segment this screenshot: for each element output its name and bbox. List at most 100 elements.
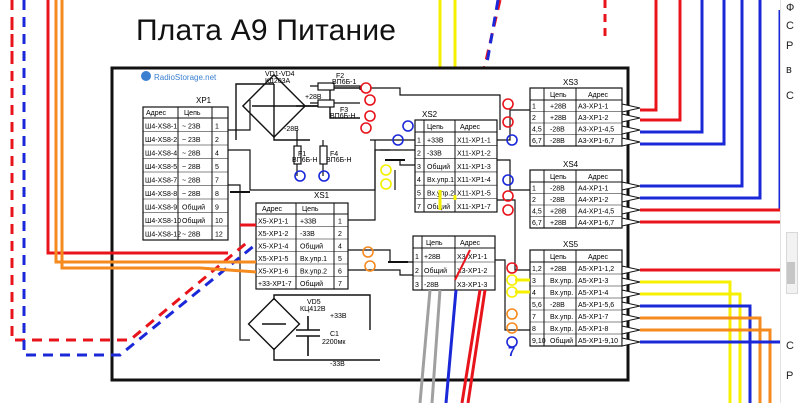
xp1-row-address: Ш4-XS8-4	[145, 151, 177, 158]
svg-text:F1: F1	[298, 151, 306, 158]
side-panel-glyph[interactable]: Р	[786, 40, 794, 52]
xs5-row-circuit: Вх.упр.	[550, 290, 573, 297]
connector-arrow	[621, 325, 641, 335]
xp1-row-address: Ш4-XS8-2	[145, 137, 177, 144]
xs1-row-circuit: Общий	[300, 280, 323, 288]
connector-arrow	[621, 301, 641, 311]
pin-marker-circle	[392, 134, 404, 146]
xs1-row-address: Х5-XР1-5	[258, 256, 288, 263]
svg-text:XS3: XS3	[563, 78, 579, 87]
xs5-row-address: А5-XР1-5,6	[578, 302, 614, 309]
xs1-row-circuit: Общий	[300, 243, 323, 251]
side-panel-glyph[interactable]: С	[786, 90, 794, 102]
svg-text:VD5: VD5	[307, 299, 321, 306]
side-panel-glyph[interactable]: Р	[786, 370, 794, 382]
xs4-row-address: А4-XР1-2	[578, 197, 608, 204]
svg-text:ВП6Б-Н: ВП6Б-Н	[292, 157, 318, 164]
xs4-row-circuit: +28В	[550, 209, 567, 216]
connector-arrow	[621, 181, 641, 191]
xp1-row-pin: 7	[215, 178, 219, 185]
connector-arrow	[621, 205, 641, 215]
xp1-row-pin: 4	[215, 151, 219, 158]
svg-text:-28В: -28В	[284, 126, 299, 133]
svg-text:ВП6Б-Н: ВП6Б-Н	[326, 157, 352, 164]
xs3-row-circuit: +28В	[550, 104, 567, 111]
xs2-row-pin: 1	[417, 137, 421, 144]
xs1-row-circuit: Вх.упр.1	[300, 256, 327, 263]
xs3-row-circuit: -28В	[550, 138, 565, 145]
xs2-row-pin: 7	[417, 204, 421, 211]
xp1-row-pin: 10	[215, 218, 223, 225]
svg-text:XS1: XS1	[314, 191, 330, 200]
pin-marker-circle	[380, 164, 392, 176]
xs2-row-pin: 5	[417, 191, 421, 198]
svg-text:XS2: XS2	[422, 110, 438, 119]
xs5-row-circuit: -28В	[550, 302, 565, 309]
xs5-row-pin: 4	[532, 290, 536, 297]
vd5-bridge	[247, 294, 380, 361]
svg-text:Адрес: Адрес	[460, 240, 481, 247]
xs6-row-circuit: Общий	[424, 267, 447, 275]
svg-text:XP1: XP1	[196, 96, 212, 105]
side-panel-glyph[interactable]: в	[786, 64, 792, 76]
side-panel-glyph[interactable]: С	[786, 20, 794, 32]
svg-text:Адрес: Адрес	[588, 254, 609, 261]
xs2-row-address: Х11-XР1-1	[457, 137, 491, 144]
left-wires	[10, 0, 257, 357]
xs5-row-address: А5-XР1-3	[578, 278, 608, 285]
svg-text:F3: F3	[340, 107, 348, 114]
xs2-row-circuit: -33В	[427, 151, 442, 158]
xp1-row-circuit: Общий	[182, 204, 205, 212]
xs2-row-address: Х11-XР1-4	[457, 177, 491, 184]
xp1-row-pin: 12	[215, 232, 223, 239]
svg-text:ВП6Б-Н: ВП6Б-Н	[330, 113, 356, 120]
xp1-row-pin: 5	[215, 164, 219, 171]
xs3-row-pin: 1	[532, 104, 536, 111]
xp1-row-circuit: ~ 28В	[182, 232, 201, 239]
xs5-row-address: А5-XР1-1,2	[578, 266, 614, 273]
svg-text:+33В: +33В	[330, 313, 347, 320]
xs6-row-pin: 1	[415, 254, 419, 261]
svg-text:ВП6Б-1: ВП6Б-1	[332, 79, 357, 86]
xs4-row-pin: 4,5	[532, 209, 542, 216]
xp1-row-circuit: ~ 28В	[182, 164, 201, 171]
f1-f4-labels: F1 ВП6Б-Н F4 ВП6Б-Н	[292, 151, 352, 164]
pin-marker-circle	[502, 204, 514, 216]
xs5-row-pin: 3	[532, 278, 536, 285]
xs6-row-address: Х3-XР1-3	[457, 282, 487, 289]
xs1-row-address: Х5-XР1-2	[258, 231, 288, 238]
side-panel-glyph[interactable]: Ф	[786, 2, 795, 14]
scrollbar-thumb[interactable]	[787, 262, 795, 284]
connector-arrow	[621, 217, 641, 227]
xs5-row-circuit: +28В	[550, 266, 567, 273]
svg-text:VD1-VD4: VD1-VD4	[265, 71, 295, 78]
xs4-row-pin: 6,7	[532, 220, 542, 227]
svg-text:Адрес: Адрес	[262, 206, 283, 213]
side-panel-glyph[interactable]: С	[786, 340, 794, 352]
ground-symbols	[230, 159, 408, 263]
pin-marker-circle	[506, 262, 518, 274]
pin-marker-circle	[506, 322, 518, 334]
page-title: Плата А9 Питание	[136, 14, 397, 47]
pin-marker-circle	[506, 308, 518, 320]
bottom-wires	[418, 249, 487, 403]
xs5-row-pin: 7	[532, 314, 536, 321]
pin-marker-circle	[502, 98, 514, 110]
vd-labels: VD1-VD4 КД203А +28В -28В	[265, 71, 322, 133]
pin-marker-circle	[506, 336, 518, 348]
xs3-row-address: А3-XР1-4,5	[578, 127, 614, 134]
xs6-row-pin: 2	[415, 268, 419, 275]
xs4-row-circuit: +28В	[550, 220, 567, 227]
watermark: RadioStorage.net	[141, 71, 217, 82]
pin-seven-label: 7	[508, 344, 515, 359]
xp1-row-circuit: ~ 28В	[182, 151, 201, 158]
xs5-row-address: А5-XР1-9,10	[578, 338, 618, 345]
xs1-row-circuit: Вх.упр.2	[300, 269, 327, 276]
xp1-row-address: Ш4-XS8-9	[145, 205, 177, 212]
xp1-row-address: Ш4-XS8-1	[145, 124, 177, 131]
xs5-row-address: А5-XР1-4	[578, 290, 608, 297]
